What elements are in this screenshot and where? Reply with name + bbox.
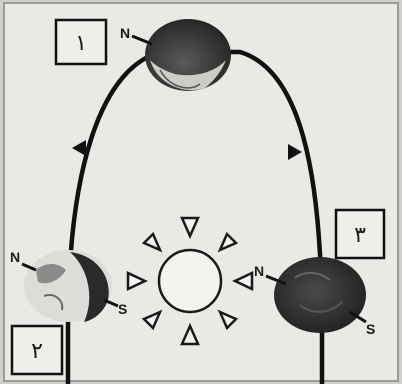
pole-label-north: N xyxy=(120,25,130,41)
earth-icon xyxy=(274,257,366,333)
position-number: ١ xyxy=(75,30,87,55)
position-number: ٣ xyxy=(354,222,366,247)
pole-label-north: N xyxy=(254,263,264,279)
position-box-1: ١ xyxy=(56,20,106,64)
position-box-3: ٣ xyxy=(336,210,384,258)
pole-label-north: N xyxy=(10,249,20,265)
earth-icon xyxy=(24,250,112,322)
position-box-2: ٢ xyxy=(12,326,62,374)
position-number: ٢ xyxy=(31,338,43,363)
pole-label-south: S xyxy=(118,301,127,317)
earth-icon xyxy=(145,19,231,91)
pole-label-south: S xyxy=(366,321,375,337)
